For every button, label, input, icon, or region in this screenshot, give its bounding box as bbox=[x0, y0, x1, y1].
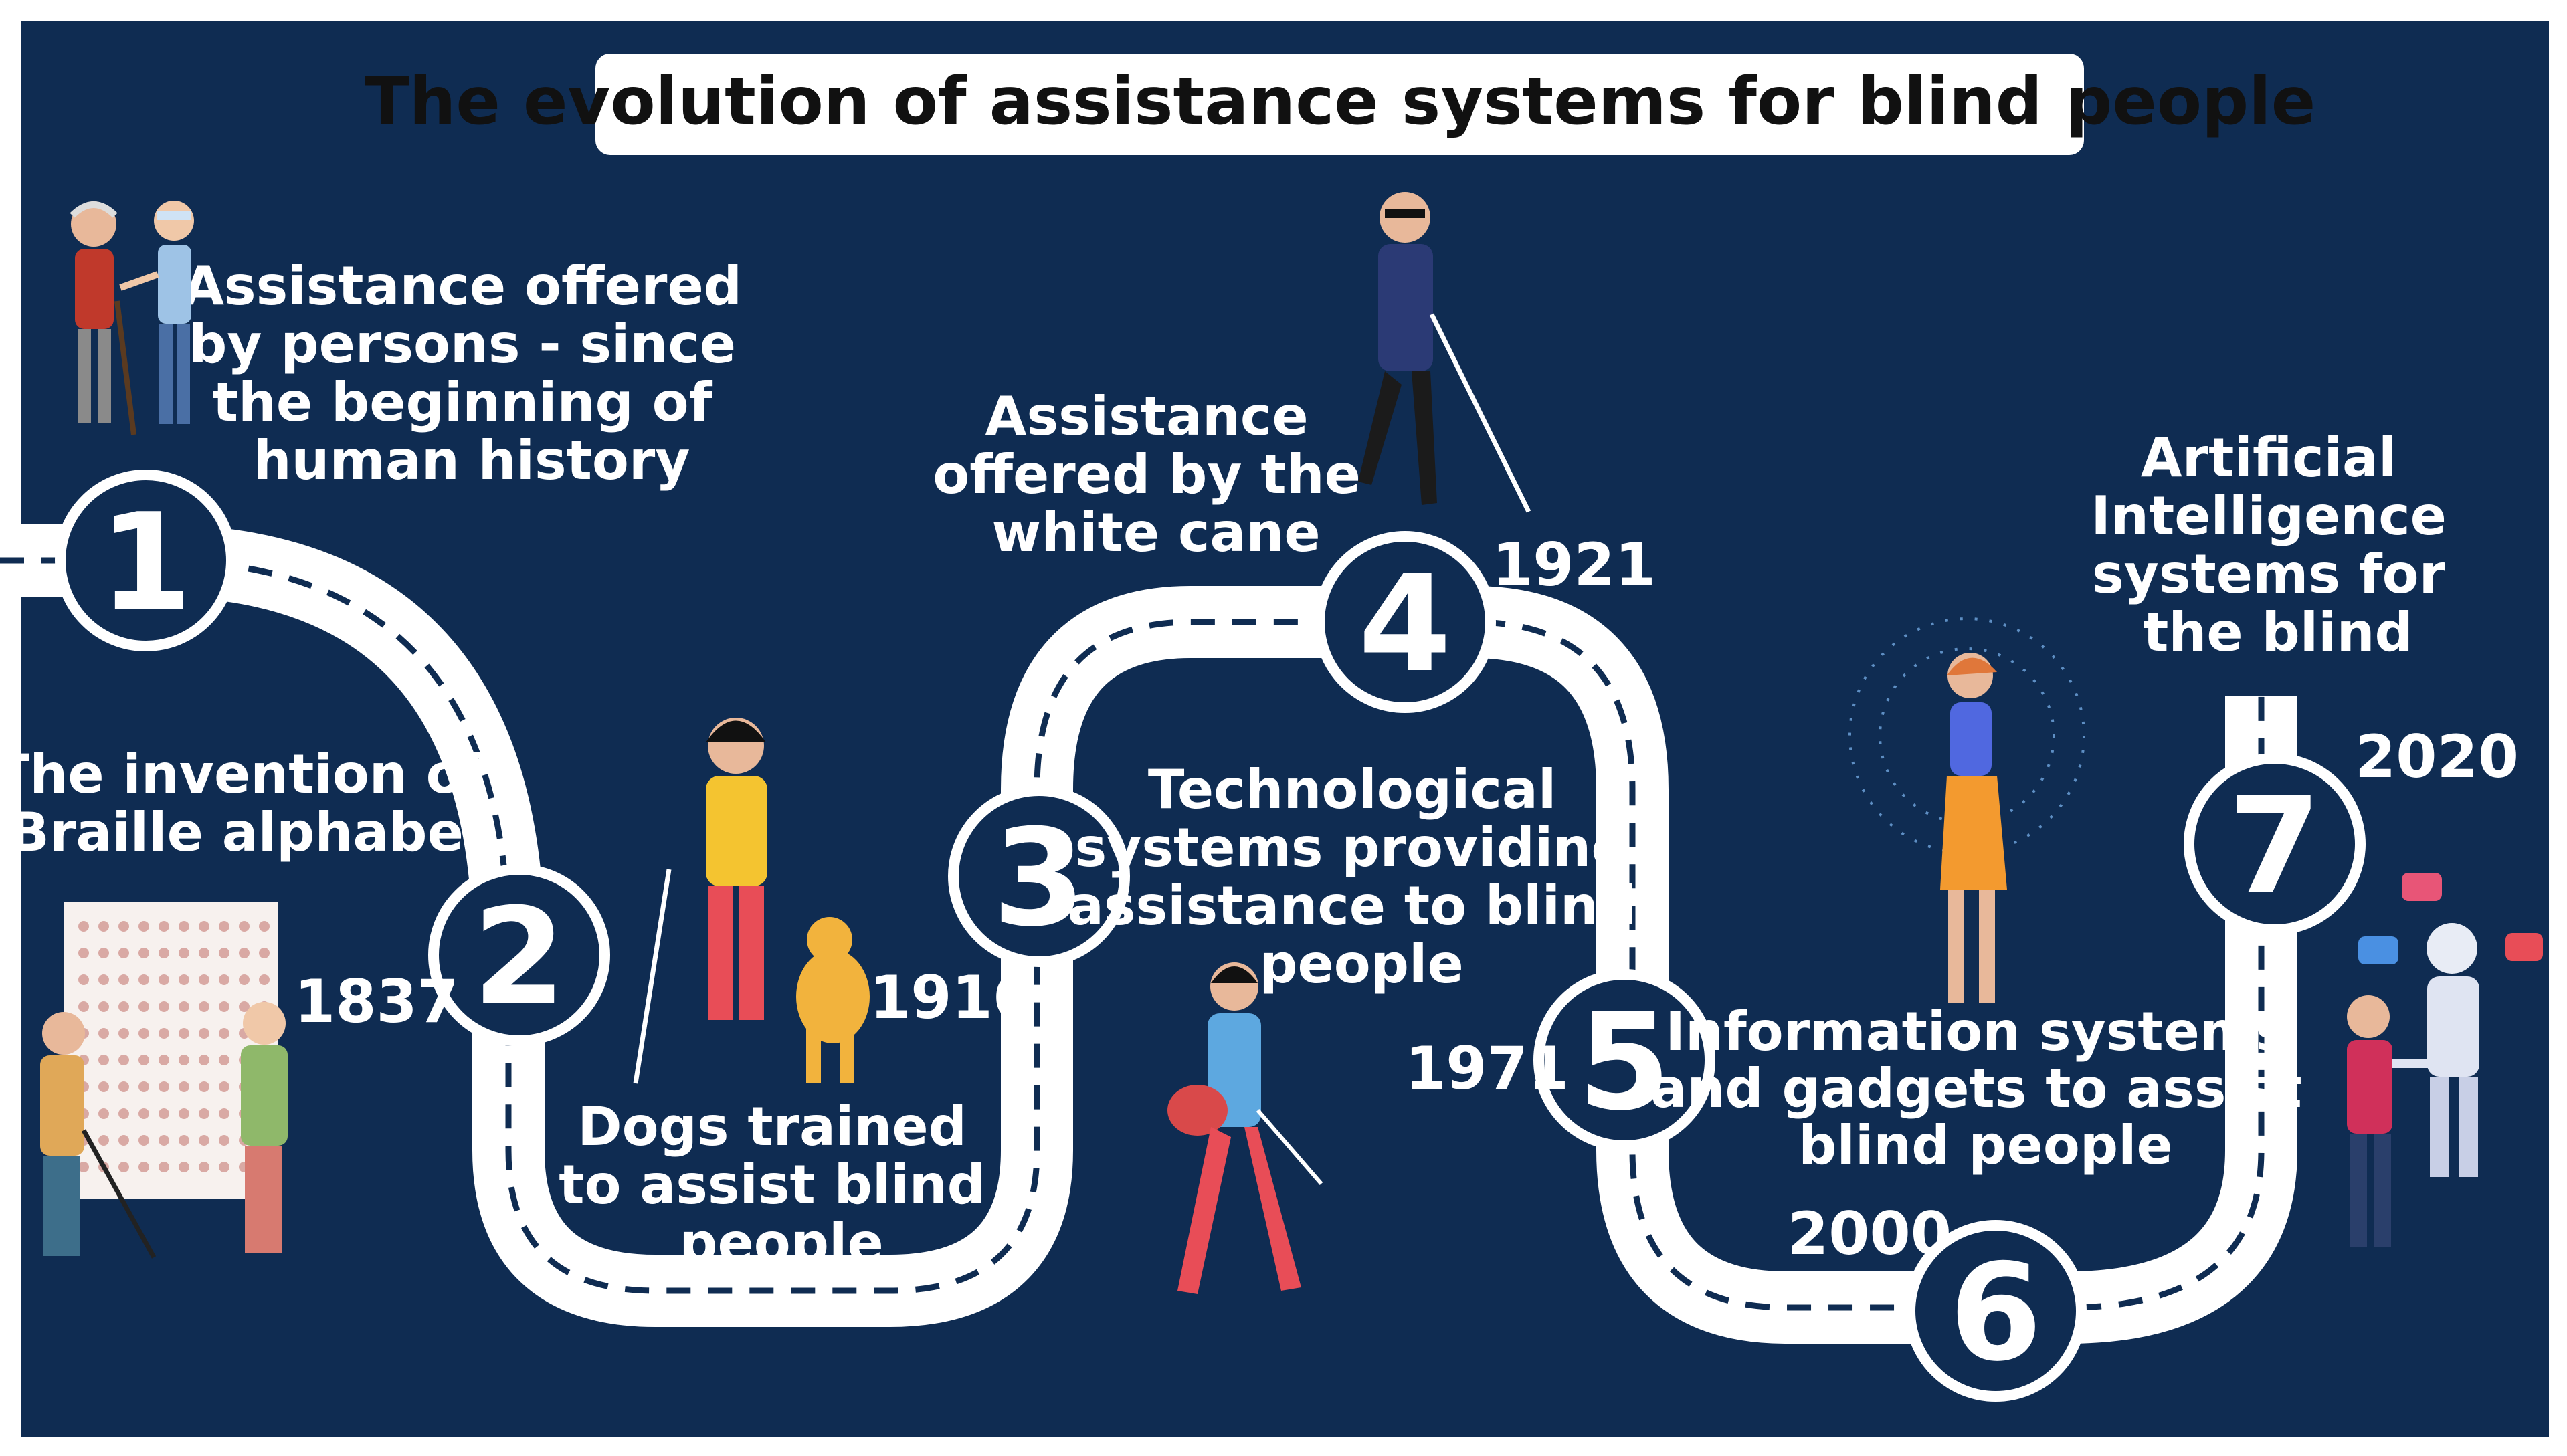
caption-line: Braille alphabet bbox=[9, 801, 489, 863]
caption-4: Assistance offered by the white cane bbox=[933, 385, 1379, 564]
caption-2: The invention of Braille alphabet bbox=[0, 743, 504, 863]
milestone-circle-3: 3 bbox=[948, 785, 1130, 967]
milestone-circles: 1 2 3 4 5 6 7 bbox=[55, 470, 2366, 1402]
caption-line: offered by the bbox=[933, 443, 1361, 506]
milestone-number: 2 bbox=[472, 879, 565, 1035]
background-panel bbox=[21, 21, 2549, 1437]
milestone-circle-4: 4 bbox=[1314, 531, 1496, 713]
caption-line: to assist blind bbox=[559, 1154, 985, 1216]
page-title: The evolution of assistance systems for … bbox=[365, 64, 2315, 140]
caption-line: people bbox=[1259, 933, 1463, 995]
woman-with-digital-device-illustration bbox=[1848, 617, 2085, 1003]
person-shaking-hands-with-robot-illustration bbox=[2347, 873, 2543, 1247]
man-walking-with-white-cane-illustration bbox=[1358, 192, 1531, 513]
caption-line: human history bbox=[254, 429, 690, 492]
caption-line: and gadgets to assist bbox=[1650, 1057, 2301, 1120]
caption-line: Information systems bbox=[1665, 1001, 2287, 1063]
milestone-circle-2: 2 bbox=[428, 864, 610, 1046]
woman-with-guide-dog-illustration bbox=[633, 718, 870, 1084]
milestone-circle-5: 5 bbox=[1533, 969, 1715, 1151]
caption-3: Dogs trained to assist blind people bbox=[559, 1096, 1004, 1274]
milestone-number: 1 bbox=[99, 485, 192, 641]
woman-walking-with-cane-and-bag-illustration bbox=[1167, 962, 1323, 1294]
milestone-circle-7: 7 bbox=[2184, 753, 2366, 935]
caption-line: The invention of bbox=[0, 743, 487, 805]
milestone-number: 6 bbox=[1949, 1235, 2042, 1391]
caption-line: by persons - since bbox=[189, 313, 736, 375]
year-label-6: 2000 bbox=[1788, 1199, 1952, 1268]
caption-5: Technological systems providing assistan… bbox=[1068, 758, 1655, 995]
milestone-number: 5 bbox=[1578, 984, 1671, 1140]
caption-line: people bbox=[679, 1212, 883, 1274]
year-label-5: 1971 bbox=[1405, 1034, 1569, 1103]
illustrations bbox=[40, 192, 2543, 1294]
milestone-number: 3 bbox=[992, 801, 1085, 956]
caption-line: Assistance offered bbox=[183, 255, 742, 317]
braille-board-with-people-illustration bbox=[40, 902, 288, 1259]
caption-line: Dogs trained bbox=[577, 1096, 967, 1158]
caption-1: Assistance offered by persons - since th… bbox=[183, 255, 761, 492]
caption-line: the blind bbox=[2143, 601, 2413, 663]
milestone-number: 4 bbox=[1358, 546, 1451, 702]
caption-line: white cane bbox=[991, 502, 1320, 564]
caption-line: Assistance bbox=[985, 385, 1309, 447]
caption-line: Artificial bbox=[2141, 427, 2397, 489]
caption-7: Artificial Intelligence systems for the … bbox=[2091, 427, 2465, 663]
milestone-number: 7 bbox=[2228, 768, 2321, 924]
milestone-captions: Assistance offered by persons - since th… bbox=[0, 255, 2465, 1274]
timeline-road bbox=[0, 524, 2297, 1344]
caption-line: Intelligence bbox=[2091, 485, 2447, 547]
caption-line: assistance to blind bbox=[1068, 875, 1636, 937]
caption-line: the beginning of bbox=[213, 371, 713, 433]
caption-6: Information systems and gadgets to assis… bbox=[1650, 1001, 2320, 1176]
caption-line: systems providing bbox=[1075, 817, 1630, 879]
year-label-3: 1916 bbox=[870, 963, 1034, 1032]
road-center-dashes bbox=[0, 557, 2265, 1311]
year-label-4: 1921 bbox=[1492, 530, 1656, 599]
year-label-2: 1837 bbox=[294, 967, 458, 1036]
title-box: The evolution of assistance systems for … bbox=[365, 54, 2315, 155]
caption-line: blind people bbox=[1798, 1114, 2173, 1176]
year-label-7: 2020 bbox=[2355, 722, 2519, 791]
milestone-circle-1: 1 bbox=[55, 470, 237, 651]
title-box-bg bbox=[595, 54, 2084, 155]
elderly-blind-man-helped-by-person-illustration bbox=[70, 201, 194, 435]
milestone-circle-6: 6 bbox=[1905, 1220, 2087, 1402]
milestone-years: 1837 1916 1921 1971 2000 2020 bbox=[294, 530, 2519, 1268]
caption-line: Technological bbox=[1148, 758, 1556, 821]
caption-line: systems for bbox=[2092, 543, 2445, 605]
